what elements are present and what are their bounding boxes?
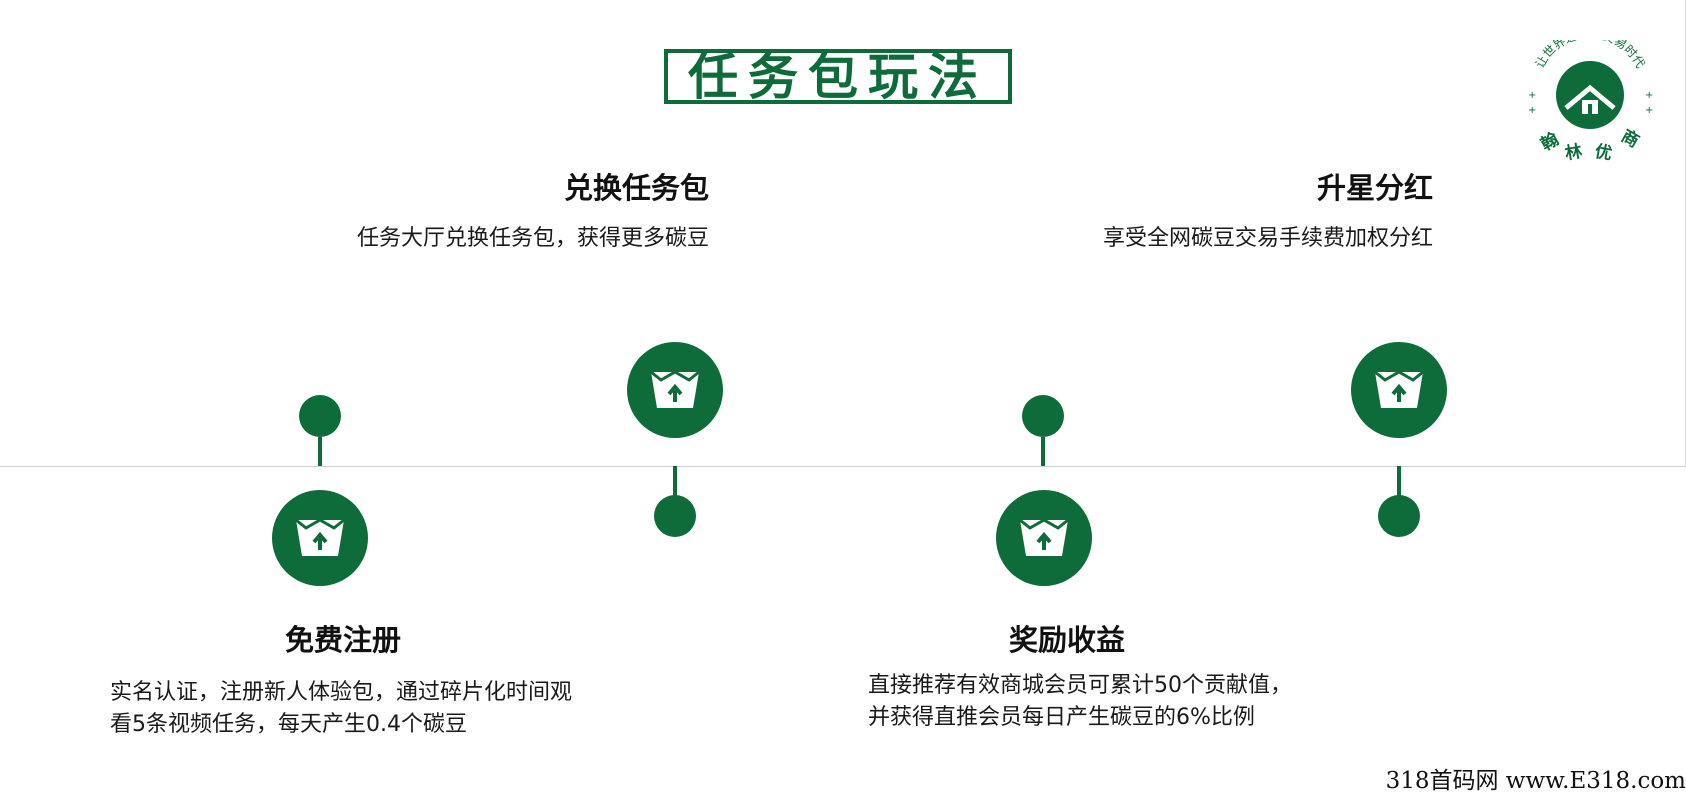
step-1-desc-line-2: 看5条视频任务，每天产生0.4个碳豆	[110, 711, 467, 737]
svg-text:+: +	[1528, 90, 1536, 101]
timeline-line	[0, 466, 1686, 467]
step-4-desc-line-1: 享受全网碳豆交易手续费加权分红	[1102, 226, 1433, 251]
logo-char-3: 优	[1593, 141, 1613, 165]
timeline-stem	[1397, 466, 1401, 498]
step-3-description: 直接推荐有效商城会员可累计50个贡献值， 并获得直推会员每日产生碳豆的6%比例	[868, 670, 1292, 734]
timeline-stem	[673, 466, 677, 498]
logo-char-1: 翰	[1537, 129, 1562, 156]
step-1-desc-line-1: 实名认证，注册新人体验包，通过碎片化时间观	[110, 680, 573, 705]
house-icon	[1564, 84, 1616, 114]
basket-up-icon	[650, 370, 700, 408]
basket-up-icon	[1019, 518, 1069, 556]
basket-up-icon	[295, 518, 345, 556]
timeline-dot	[654, 495, 696, 537]
timeline-stem	[318, 437, 322, 466]
step-3-heading: 奖励收益	[1009, 623, 1126, 657]
timeline-stem	[1041, 437, 1045, 466]
title-frame: 任务包玩法	[664, 49, 1012, 104]
step-2-heading: 兑换任务包	[563, 171, 709, 205]
step-1-heading: 免费注册	[285, 623, 402, 657]
site-watermark: 318首码网 www.E318.com	[1385, 768, 1686, 794]
step-4-icon-circle	[1351, 342, 1447, 438]
svg-text:+: +	[1645, 90, 1653, 101]
step-1-icon-circle	[272, 490, 368, 586]
brand-logo: 让世界进入碳交易时代 + + + + 翰 林 优 商	[1520, 27, 1660, 170]
step-4-heading: 升星分红	[1316, 171, 1433, 205]
timeline-dot	[299, 395, 341, 437]
timeline-dot	[1378, 495, 1420, 537]
svg-text:+: +	[1528, 105, 1536, 116]
step-4-description: 享受全网碳豆交易手续费加权分红	[1103, 223, 1433, 255]
logo-char-2: 林	[1563, 141, 1583, 165]
svg-text:+: +	[1645, 105, 1653, 116]
step-3-desc-line-1: 直接推荐有效商城会员可累计50个贡献值，	[868, 673, 1292, 698]
step-2-description: 任务大厅兑换任务包，获得更多碳豆	[357, 223, 709, 255]
logo-char-4: 商	[1618, 125, 1643, 152]
page-title: 任务包玩法	[688, 47, 988, 106]
basket-up-icon	[1374, 370, 1424, 408]
step-3-icon-circle	[996, 490, 1092, 586]
timeline-dot	[1022, 395, 1064, 437]
step-2-icon-circle	[627, 342, 723, 438]
step-1-description: 实名认证，注册新人体验包，通过碎片化时间观 看5条视频任务，每天产生0.4个碳豆	[110, 677, 572, 741]
step-3-desc-line-2: 并获得直推会员每日产生碳豆的6%比例	[868, 704, 1255, 730]
step-2-desc-line-1: 任务大厅兑换任务包，获得更多碳豆	[356, 226, 709, 251]
